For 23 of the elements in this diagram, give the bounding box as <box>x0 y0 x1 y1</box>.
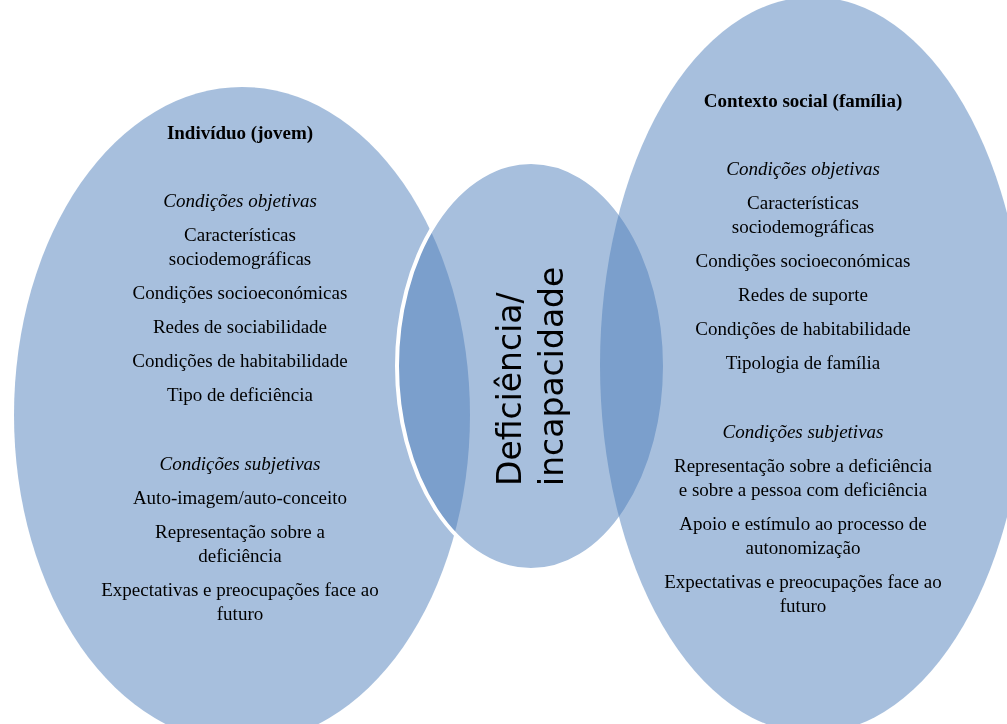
list-item: Expectativas e preocupações face ao futuro <box>100 578 380 626</box>
center-label: Deficiência/ incapacidade <box>489 265 572 486</box>
list-item: Redes de sociabilidade <box>151 315 329 339</box>
list-item: Representação sobre a deficiência <box>154 520 326 568</box>
list-item: Redes de suporte <box>737 283 869 307</box>
list-item: Representação sobre a deficiência e sobre a pessoa com deficiência <box>673 454 933 502</box>
list-item: Tipo de deficiência <box>166 383 314 407</box>
section-heading: Condições subjetivas <box>158 452 322 476</box>
group-heading: Contexto social (família) <box>702 89 904 113</box>
list-item: Tipologia de família <box>724 351 882 375</box>
list-item: Condições socioeconómicas <box>694 249 912 273</box>
list-item: Condições socioeconómicas <box>131 281 349 305</box>
section-heading: Condições objetivas <box>725 157 881 181</box>
list-item: Características sociodemográficas <box>167 223 313 271</box>
list-item: Auto-imagem/auto-conceito <box>131 486 349 510</box>
list-item: Características sociodemográficas <box>730 191 876 239</box>
section-heading: Condições objetivas <box>162 189 318 213</box>
list-item: Condições de habitabilidade <box>694 317 912 341</box>
section-heading: Condições subjetivas <box>721 420 885 444</box>
group-heading: Indivíduo (jovem) <box>165 121 315 145</box>
list-item: Apoio e estímulo ao processo de autonomização <box>678 512 928 560</box>
list-item: Expectativas e preocupações face ao futuro <box>663 570 943 618</box>
list-item: Condições de habitabilidade <box>131 349 349 373</box>
